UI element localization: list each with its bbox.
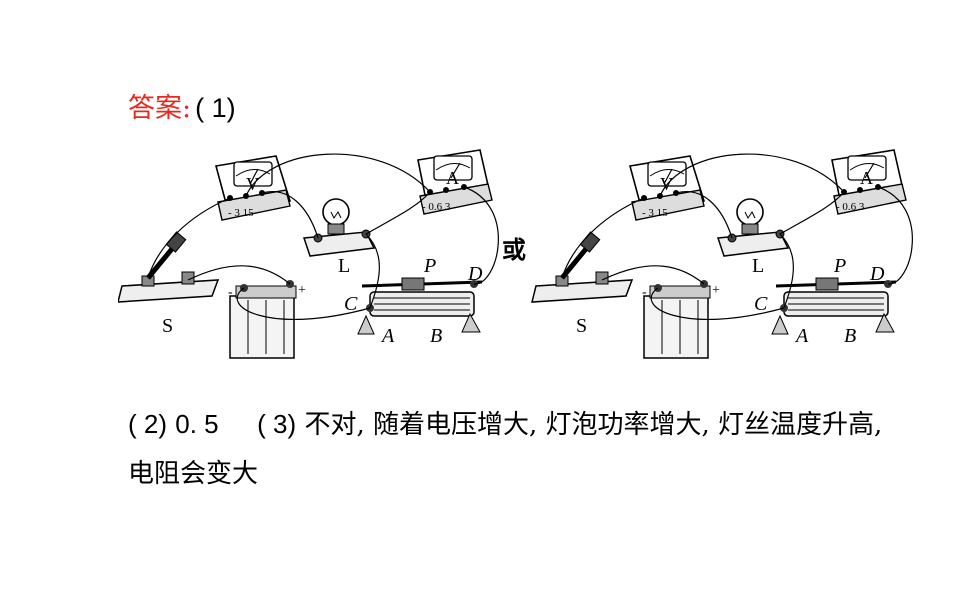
rheostat-a-right: A [794,325,809,347]
part3-label: ( 3) [257,409,297,439]
rheostat-b-right: B [844,325,856,347]
ammeter-letter-right: A [860,168,873,188]
answer-line-3: 电阻会变大 [128,455,258,493]
rheostat-c-right: C [754,293,768,315]
lamp-label-right: L [752,255,764,277]
ammeter-terminals-left: - 0.6 3 [422,201,451,213]
rheostat-a-left: A [380,325,395,347]
rheostat-d-left: D [467,263,483,285]
voltmeter-terminals-left: - 3 15 [228,207,254,219]
answer-line-2: ( 2) 0. 5 ( 3) 不对, 随着电压增大, 灯泡功率增大, 灯丝温度升… [128,405,882,444]
voltmeter-terminals-right: - 3 15 [642,207,668,219]
or-label: 或 [502,237,526,264]
battery-pos-right: + [712,283,720,298]
voltmeter-letter-right: V [660,174,673,194]
rheostat-b-left: B [430,325,442,347]
rheostat-p-right: P [833,255,846,277]
battery-neg-right: - [642,285,647,300]
rheostat-p-left: P [423,255,436,277]
ammeter-letter-left: A [446,168,459,188]
lamp-label-left: L [338,255,350,277]
circuit-figure: 或 V - 3 15 A - 0.6 3 L S - + P D C A B V… [118,146,938,376]
part3-text: 不对, 随着电压增大, 灯泡功率增大, 灯丝温度升高, [304,410,883,440]
part3-continuation: 电阻会变大 [128,459,259,489]
switch-label-left: S [162,315,173,337]
answer-heading: 答案:( 1) [128,90,236,127]
answer-label: 答案: [128,93,192,124]
part2-label: ( 2) [128,409,167,439]
circuit-diagrams-svg: 或 V - 3 15 A - 0.6 3 L S - + P D C A B V… [118,146,938,376]
voltmeter-letter-left: V [246,174,259,194]
answer-part1-label: ( 1) [195,93,236,123]
rheostat-d-right: D [869,263,885,285]
rheostat-c-left: C [344,293,358,315]
battery-pos-left: + [298,283,306,298]
switch-label-right: S [576,315,587,337]
part2-value: 0. 5 [175,409,219,439]
ammeter-terminals-right: - 0.6 3 [836,201,865,213]
battery-neg-left: - [228,285,233,300]
